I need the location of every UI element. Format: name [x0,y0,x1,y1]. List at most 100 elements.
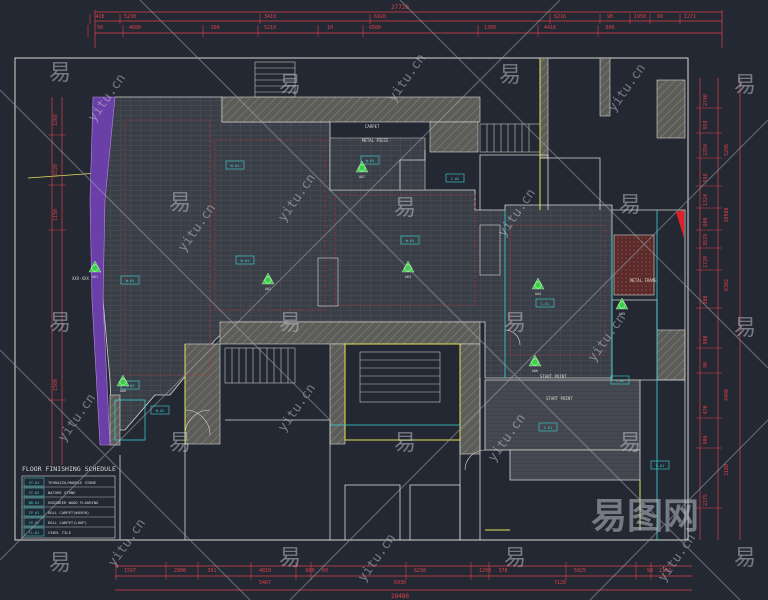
section-marker-ring [358,164,366,172]
left-dimension-label: 1266 [53,114,59,126]
section-marker-ring [119,378,127,386]
watermark-glyph: 易 [619,431,641,456]
section-marker-label: A05 [619,312,625,316]
top-dimension-label: 50 [97,25,103,31]
watermark-glyph: 易 [279,546,301,571]
left-dimension-label: 1560 [53,379,59,391]
section-marker-label: A06 [532,369,538,373]
bottom-dimension-label: 1200 [479,568,491,574]
legend-swatch [23,527,45,537]
watermark-glyph: 易 [49,551,71,576]
section-marker-label: A07 [359,175,365,179]
legend-swatch [23,477,45,487]
top-dimension-label: 1300 [484,25,496,31]
room-tags: W-01W-01W-01W-01W-01C-01C-01C-01C-01W-02… [120,155,670,470]
wall-blocks [109,57,686,455]
left-dimension-label: 1150 [53,209,59,221]
watermark-glyph: 易 [49,61,71,86]
bottom-dimension-label: 6930 [394,580,406,586]
right-dimension-label: 6302 [724,279,730,291]
watermark-url: yitu.cn [105,516,149,569]
section-marker-ring [91,264,99,272]
section-marker-ring [534,281,542,289]
right-dimension-label: 900 [703,335,709,344]
right-dimension-label: 470 [703,405,709,414]
bottom-dimension-label: 4810 [259,568,271,574]
right-dimension-label: 2740 [703,94,709,106]
top-dimension-label: 1950 [634,14,646,20]
top-dimension-label: 6500 [369,25,381,31]
section-marker-label: A01 [92,275,98,279]
watermark-glyph: 易 [279,73,301,98]
room-tag-label: C-02 [451,177,459,181]
legend-description: TERRAZZO/MARBLE STONE [48,480,97,485]
zone-dashes [124,119,606,376]
top-dimension-label: 90 [607,14,613,20]
left-dimension-label: 1520 [53,164,59,176]
red-marker [676,210,684,238]
door-swings [184,329,521,471]
start-point-label-2: START POINT [546,396,573,401]
legend-swatch [23,507,45,517]
bottom-dimension-label: 378 [498,568,507,574]
right-dimension-label: 90 [703,362,709,368]
right-dimension-label: 600 [703,217,709,226]
room-tag-label: W-01 [241,259,249,263]
watermark-glyph: 易 [504,546,526,571]
room-tag-label: W-01 [126,279,134,283]
watermark-url: yitu.cn [605,61,649,114]
section-marker-ring [264,276,272,284]
top-dimension-label: 420 [95,14,104,20]
legend-description: NATURE STONE [48,490,76,495]
right-dimension-label: 10580 [724,207,730,222]
room-tag-box [235,255,255,265]
legend-code: CP-02 [29,521,40,525]
watermark-glyph: 易 [734,316,756,341]
room-tag-box [538,422,558,432]
section-marker-ring [404,264,412,272]
watermark-glyph: 易 [49,311,71,336]
watermark-glyph: 易 [734,546,756,571]
brown-carpet-area [613,234,655,296]
legend-description: ENGINEER WOOD FLOORING [48,500,99,505]
legend-description: VINYL TILE [48,530,72,535]
legend-code: ST-02 [29,491,40,495]
room-tag-label: C-01 [616,379,624,383]
top-dimension-label: 600 [605,25,614,31]
room-tag-box [225,160,245,170]
dimension-lines [51,10,741,591]
metal-piece-label: METAL PIECE [362,138,389,143]
room-tag-box [650,460,670,470]
right-dimension-label: 588 [703,173,709,182]
section-marker-ring [531,358,539,366]
annotations: CARPET METAL PIECE START POINT START POI… [72,124,657,401]
right-dimension-label: 500 [703,295,709,304]
room-tag-label: C-01 [544,426,552,430]
room-tag-label: W-01 [231,164,239,168]
right-dimension-label: 958 [703,120,709,129]
watermark-url: yitu.cn [355,531,399,584]
room-tag-box [120,275,140,285]
right-dimension-label: 3519 [703,234,709,246]
bottom-dimension-label: 2162 [659,568,671,574]
top-dimension-label: 5210 [264,25,276,31]
bottom-dimension-label: 600 [305,568,314,574]
section-marker-label: A08 [120,389,126,393]
bottom-dimension-label: 5925 [574,568,586,574]
watermark-glyph: 易 [169,191,191,216]
start-point-label: START POINT [540,374,567,379]
right-dimension-label: 2275 [703,494,709,506]
legend-code: TL-01 [29,531,40,535]
top-dimension-label: 5230 [124,14,136,20]
right-dimension-label: 3180 [724,464,730,476]
watermark-glyph: 易 [734,73,756,98]
right-dimension-label: 1324 [703,194,709,206]
stair-blocks [224,61,541,403]
legend-title: FLOOR FINISHING SCHEDULE [22,465,116,473]
room-tag-label: W-01 [406,239,414,243]
bottom-dimension-label: 60 [322,568,328,574]
bottom-dimension-label: 7128 [554,580,566,586]
right-dimension-label: 5296 [724,144,730,156]
